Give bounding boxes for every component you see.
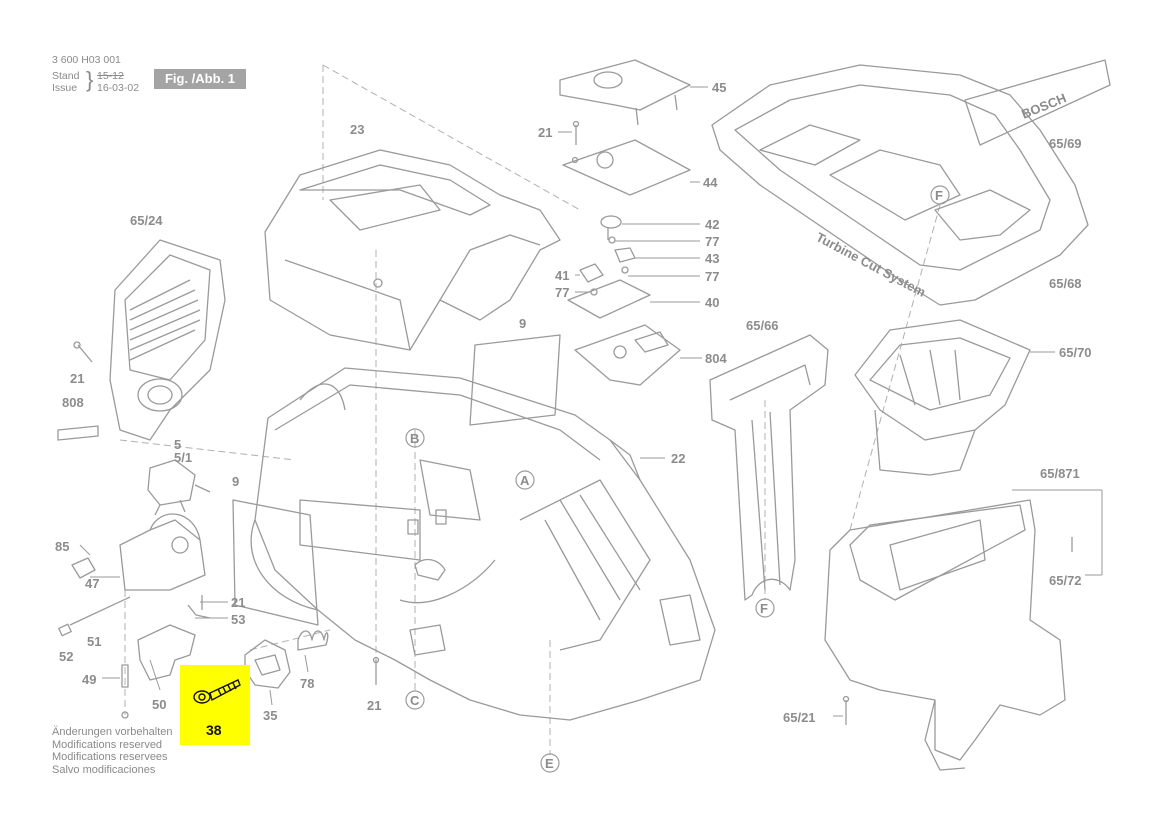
label-77c: 77 xyxy=(555,285,569,300)
marker-B: B xyxy=(410,431,419,446)
part-40-board xyxy=(567,279,651,319)
screw-65-21 xyxy=(842,695,850,725)
issue-date: 16-03-02 xyxy=(97,82,140,94)
part-44-plate xyxy=(562,139,691,196)
label-21b: 21 xyxy=(70,371,84,386)
label-41: 41 xyxy=(555,268,569,283)
label-21c: 21 xyxy=(231,595,245,610)
system-text: Turbine Cut System xyxy=(814,229,929,299)
part-77c xyxy=(590,288,598,296)
label-53: 53 xyxy=(231,612,245,627)
marker-A: A xyxy=(520,473,530,488)
part-9-label-plates xyxy=(232,334,561,626)
note-de: Änderungen vorbehalten xyxy=(52,726,173,738)
label-40: 40 xyxy=(705,295,719,310)
label-45: 45 xyxy=(712,80,726,95)
label-51: 51 xyxy=(87,634,101,649)
label-49: 49 xyxy=(82,672,96,687)
stand-date: 15-12 xyxy=(97,70,124,82)
part-5-switch xyxy=(147,459,211,516)
label-38: 38 xyxy=(206,722,222,738)
circle-markers xyxy=(405,185,950,773)
figure-badge: Fig. /Abb. 1 xyxy=(154,69,246,89)
part-41 xyxy=(579,263,604,283)
modification-notes: Änderungen vorbehalten Modifications res… xyxy=(52,726,172,776)
part-804-pcb xyxy=(574,324,681,386)
part-65-871-base xyxy=(824,499,1066,771)
label-5: 5 xyxy=(174,437,181,452)
part-50-clip xyxy=(137,624,196,681)
stand-label: Stand xyxy=(52,70,80,82)
label-44: 44 xyxy=(703,175,718,190)
label-52: 52 xyxy=(59,649,73,664)
highlight-box-38 xyxy=(180,665,250,745)
part-22-main-housing xyxy=(250,367,716,721)
label-5-1: 5/1 xyxy=(174,450,192,465)
part-49 xyxy=(121,664,129,719)
note-en: Modifications reserved xyxy=(52,738,163,751)
label-43: 43 xyxy=(705,251,719,266)
label-50: 50 xyxy=(152,697,166,712)
part-51-rod xyxy=(69,596,131,626)
label-77a: 77 xyxy=(705,234,719,249)
part-42-button xyxy=(600,215,622,240)
label-85: 85 xyxy=(55,539,69,554)
label-65-69: 65/69 xyxy=(1049,136,1082,151)
brand-logo-text: BOSCH xyxy=(1019,90,1068,121)
note-fr: Modifications reservees xyxy=(52,751,168,763)
label-21a: 21 xyxy=(538,125,552,140)
label-808: 808 xyxy=(62,395,84,410)
label-804: 804 xyxy=(705,351,727,366)
marker-F2: F xyxy=(935,188,943,203)
label-9a: 9 xyxy=(519,316,526,331)
label-65-24: 65/24 xyxy=(130,213,163,228)
issue-label: Issue xyxy=(52,82,78,94)
label-47: 47 xyxy=(85,576,99,591)
part-85 xyxy=(71,557,96,579)
leader-lines xyxy=(79,86,1103,717)
screw-21-left xyxy=(73,341,93,363)
part-65-24-motor-cover xyxy=(109,239,226,441)
part-47-bracket xyxy=(119,513,206,591)
label-35: 35 xyxy=(263,708,277,723)
part-77b xyxy=(621,266,629,274)
label-78: 78 xyxy=(300,676,314,691)
label-65-871: 65/871 xyxy=(1040,466,1080,481)
screw-21-bottom xyxy=(372,656,380,685)
marker-E: E xyxy=(545,756,554,771)
part-65-69-hopper-top xyxy=(711,59,1111,306)
part-78-spring xyxy=(297,630,329,651)
label-23: 23 xyxy=(350,122,364,137)
doc-number: 3 600 H03 001 xyxy=(52,54,121,66)
part-65-66-chute xyxy=(709,334,829,601)
part-23-upper-housing xyxy=(264,149,561,351)
part-808 xyxy=(57,425,99,441)
label-65-72: 65/72 xyxy=(1049,573,1082,588)
label-65-21: 65/21 xyxy=(783,710,816,725)
part-52 xyxy=(58,623,72,637)
note-es: Salvo modificaciones xyxy=(52,763,156,776)
part-45-plate xyxy=(559,59,691,126)
label-42: 42 xyxy=(705,217,719,232)
part-43 xyxy=(614,247,636,263)
part-35-knob xyxy=(244,639,291,689)
part-38-screw xyxy=(193,679,241,704)
label-65-68: 65/68 xyxy=(1049,276,1082,291)
label-9b: 9 xyxy=(232,474,239,489)
label-77b: 77 xyxy=(705,269,719,284)
part-65-70-basket xyxy=(854,319,1031,476)
label-65-70: 65/70 xyxy=(1059,345,1092,360)
marker-F1: F xyxy=(760,601,768,616)
assembly-guide-lines xyxy=(119,64,941,755)
part-53 xyxy=(187,604,211,619)
part-77a xyxy=(608,236,616,244)
label-22: 22 xyxy=(671,451,685,466)
marker-C: C xyxy=(410,693,420,708)
label-65-66: 65/66 xyxy=(746,318,779,333)
bracket-glyph: } xyxy=(86,67,94,92)
label-21d: 21 xyxy=(367,698,381,713)
screw-21-top xyxy=(572,120,580,145)
